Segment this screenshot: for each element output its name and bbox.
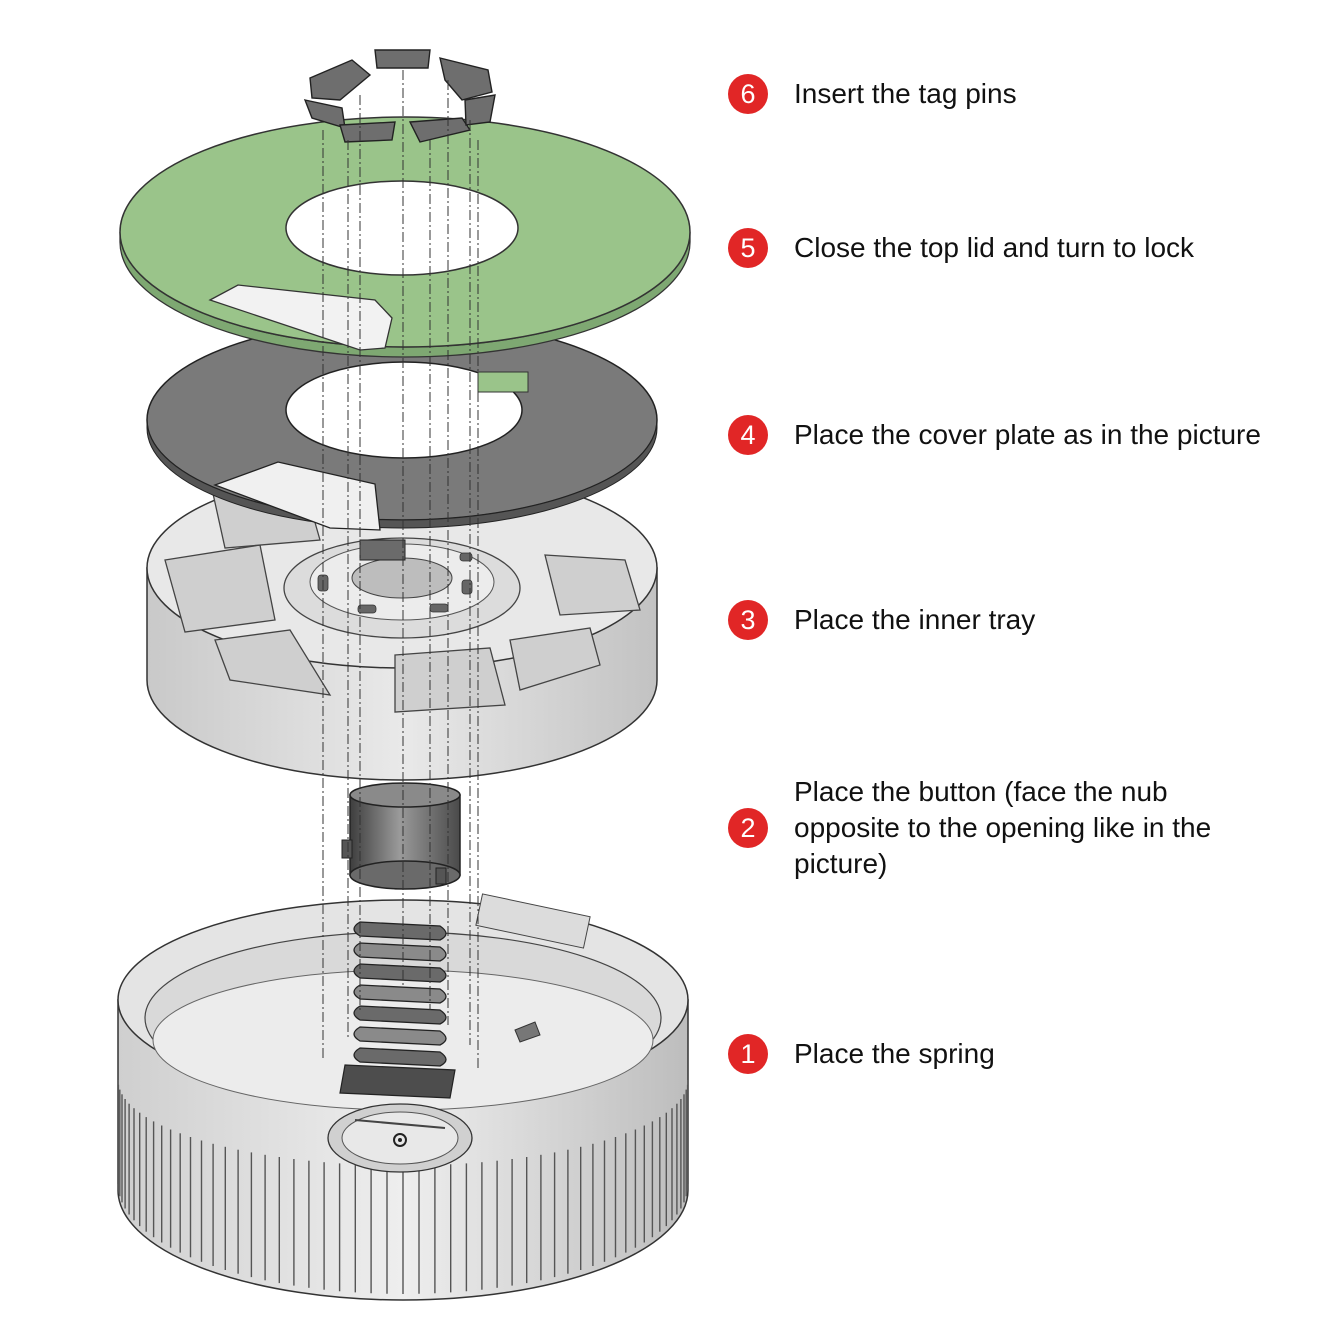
step-number-badge: 5 (728, 228, 768, 268)
step-number-badge: 3 (728, 600, 768, 640)
step-instruction: Insert the tag pins (794, 78, 1017, 109)
spring-coil (353, 1026, 447, 1046)
spring-coil (353, 921, 447, 941)
step-1: 1 Place the spring (728, 1034, 1294, 1074)
step-5: 5 Close the top lid and turn to lock (728, 228, 1294, 268)
step-instruction: Place the cover plate as in the picture (794, 419, 1261, 450)
step-instruction: Place the spring (794, 1038, 995, 1069)
step-3: 3 Place the inner tray (728, 600, 1294, 640)
step-number-badge: 2 (728, 808, 768, 848)
step-instruction: Place the button (face the nub opposite … (794, 776, 1212, 879)
spring-coil (353, 942, 447, 962)
top-lid (119, 116, 691, 393)
spring (339, 921, 456, 1099)
step-instruction: Place the inner tray (794, 604, 1036, 635)
tag-pins (303, 49, 496, 143)
step-instruction: Close the top lid and turn to lock (794, 232, 1195, 263)
spring-coil (353, 984, 447, 1004)
inner-tray (146, 467, 658, 781)
base-grip-ridges (117, 1080, 689, 1294)
step-4: 4 Place the cover plate as in the pictur… (728, 415, 1294, 455)
spring-coil (353, 963, 447, 983)
exploded-assembly-diagram (117, 49, 691, 1301)
cover-plate (146, 319, 658, 561)
step-number-badge: 4 (728, 415, 768, 455)
step-2: 2 Place the button (face the nub opposit… (728, 774, 1244, 882)
alignment-lines (322, 70, 479, 1070)
step-number-badge: 6 (728, 74, 768, 114)
step-6: 6 Insert the tag pins (728, 74, 1294, 114)
step-number-badge: 1 (728, 1034, 768, 1074)
spring-coil (353, 1047, 447, 1067)
spring-coil (353, 1005, 447, 1025)
button (341, 782, 461, 890)
